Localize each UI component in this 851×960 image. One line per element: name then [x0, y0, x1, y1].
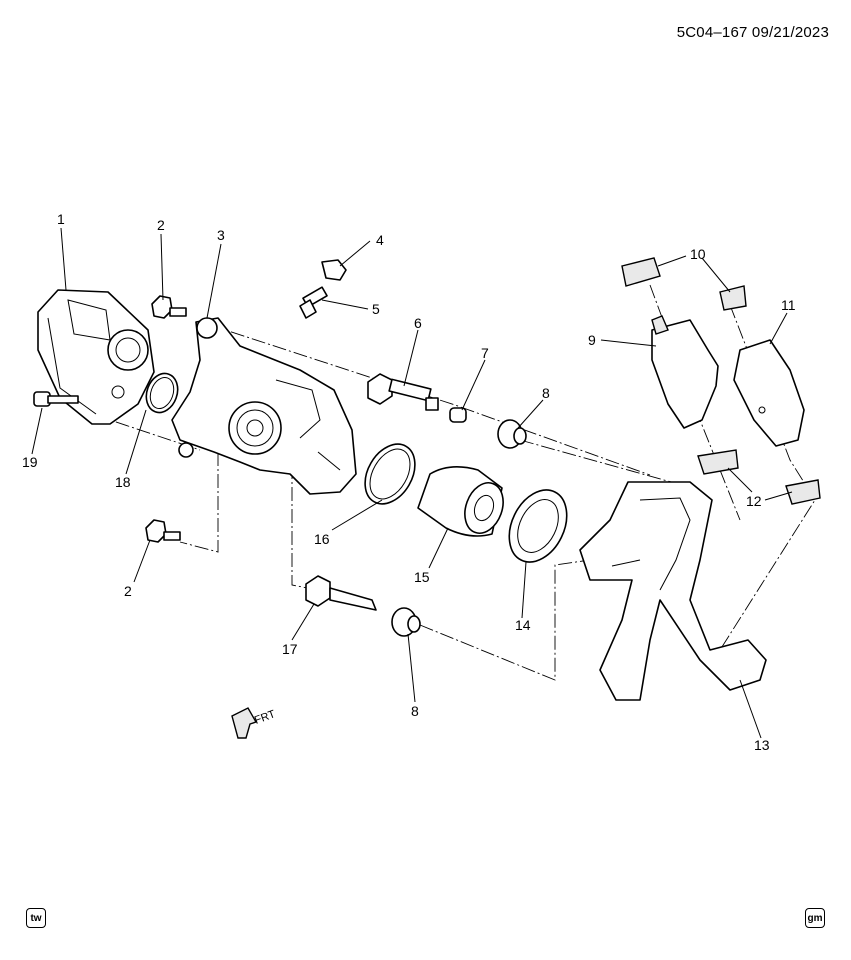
callout-18: 18 [115, 474, 131, 490]
callout-14: 14 [515, 617, 531, 633]
guide-pin-boot-upper [497, 419, 527, 449]
callout-19: 19 [22, 454, 38, 470]
bolt-lower [145, 519, 181, 543]
bleeder-valve [299, 286, 328, 319]
bleeder-cap [321, 259, 347, 281]
brake-pad-outer [733, 339, 805, 447]
callout-17: 17 [282, 641, 298, 657]
callout-labels: 1 2 3 4 5 6 7 8 9 10 11 12 13 14 15 16 1… [22, 211, 796, 753]
guide-pin-boot-lower [391, 607, 421, 637]
actuator-motor [37, 289, 155, 425]
callout-12: 12 [746, 493, 762, 509]
caliper-housing [171, 317, 357, 495]
piston-seal [364, 443, 416, 505]
pad-spring-clips [697, 449, 821, 505]
tw-badge-icon: tw [26, 908, 46, 928]
guide-pin-bolt-lower [305, 575, 377, 611]
callout-13: 13 [754, 737, 770, 753]
brake-pad-inner [651, 315, 719, 429]
o-ring [145, 372, 179, 414]
callout-6: 6 [414, 315, 422, 331]
leader-lines [31, 227, 793, 739]
piston-dust-boot [508, 489, 568, 563]
callout-8-upper: 8 [542, 385, 550, 401]
callout-4: 4 [376, 232, 384, 248]
direction-label: FRT [253, 708, 277, 727]
front-direction-arrow: FRT [231, 707, 277, 739]
bolt-upper [151, 295, 187, 319]
caliper-piston [417, 466, 504, 537]
callout-8-lower: 8 [411, 703, 419, 719]
diagram-reference: 5C04–167 09/21/2023 [676, 24, 829, 41]
callout-7: 7 [481, 345, 489, 361]
guide-pin-bolt-upper [367, 373, 439, 411]
caliper-bracket [579, 481, 767, 701]
pad-retainer-clips [621, 257, 747, 311]
callout-11: 11 [781, 297, 796, 313]
callout-16: 16 [314, 531, 330, 547]
callout-1: 1 [57, 211, 65, 227]
guide-sleeve [449, 407, 467, 423]
callout-9: 9 [588, 332, 596, 348]
callout-3: 3 [217, 227, 225, 243]
callout-2-upper: 2 [157, 217, 165, 233]
mounting-bolt-left [33, 391, 79, 407]
callout-10: 10 [690, 246, 706, 262]
callout-15: 15 [414, 569, 430, 585]
callout-5: 5 [372, 301, 380, 317]
gm-logo-icon: gm [805, 908, 825, 928]
callout-2-lower: 2 [124, 583, 132, 599]
